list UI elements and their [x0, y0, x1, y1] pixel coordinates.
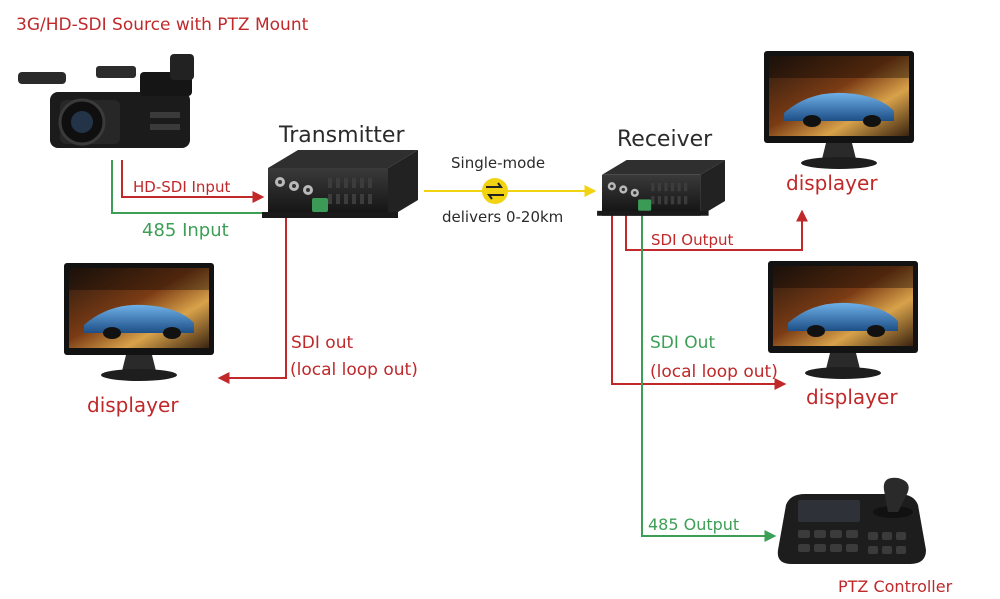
rs485-output-line — [641, 212, 777, 542]
source-title: 3G/HD-SDI Source with PTZ Mount — [16, 15, 309, 35]
fiber-distance-label: delivers 0-20km — [442, 208, 563, 226]
transmitter-label: Transmitter — [278, 123, 405, 148]
displayer-mid-right-label: displayer — [806, 385, 898, 409]
video-camera-icon — [18, 54, 194, 148]
fiber-mode-label: Single-mode — [451, 154, 545, 172]
rs485-output-label: 485 Output — [648, 515, 739, 534]
mid-right-monitor-icon — [768, 261, 918, 379]
rx-loop-out-line — [611, 206, 787, 390]
bidirectional-arrow-icon — [482, 178, 508, 204]
rs485-input-label: 485 Input — [142, 220, 229, 241]
hd-sdi-input-line — [121, 160, 265, 203]
sdi-out-label: SDI out — [291, 333, 353, 353]
rx-local-loop-out-label: (local loop out) — [650, 362, 778, 382]
receiver-converter-icon — [597, 160, 725, 216]
sdi-output-line — [625, 206, 808, 251]
displayer-top-right-label: displayer — [786, 171, 878, 195]
receiver-label: Receiver — [617, 127, 713, 152]
sdi-out-rx-label: SDI Out — [650, 333, 715, 353]
transmitter-converter-icon — [262, 150, 418, 218]
local-loop-out-label: (local loop out) — [290, 360, 418, 380]
sdi-output-label: SDI Output — [651, 231, 733, 249]
ptz-joystick-controller-icon — [777, 477, 926, 564]
hd-sdi-input-label: HD-SDI Input — [133, 178, 230, 196]
local-loop-out-line — [217, 218, 287, 384]
top-right-monitor-icon — [764, 51, 914, 169]
displayer-left-label: displayer — [87, 393, 179, 417]
left-monitor-icon — [64, 263, 214, 381]
ptz-controller-label: PTZ Controller — [838, 577, 953, 596]
